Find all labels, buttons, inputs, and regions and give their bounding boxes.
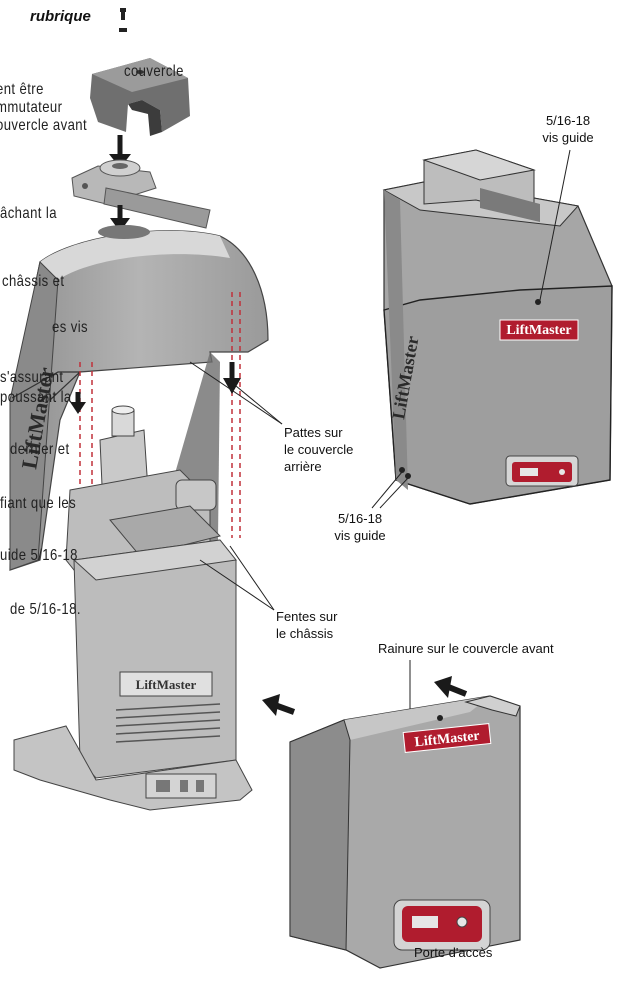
text-fragment-3: mmutateur (0, 99, 63, 116)
label-pattes: Pattes sur le couvercle arrière (284, 424, 353, 475)
arrow-left-1 (262, 694, 296, 716)
label-rainure: Rainure sur le couvercle avant (378, 641, 554, 656)
screw-icon (119, 8, 127, 32)
label-vis-guide-top-line1: 5/16-18 (545, 113, 591, 128)
label-fentes-line1: Fentes sur (276, 609, 338, 624)
arrow-left-2 (434, 676, 468, 698)
text-fragment-8: s'assurant (0, 369, 64, 386)
label-fentes: Fentes sur le châssis (276, 608, 337, 642)
front-brand-text: LiftMaster (414, 729, 481, 751)
label-porte: Porte d'accès (414, 945, 493, 960)
text-fragment-1: couvercle (124, 63, 184, 80)
arrow-down-4 (70, 392, 86, 414)
arrow-down-2 (110, 205, 130, 232)
text-fragment-2: ent être (0, 81, 44, 98)
text-fragment-10: dernier et (10, 441, 70, 458)
label-pattes-line1: Pattes sur (284, 425, 343, 440)
label-pattes-line2: le couvercle (284, 442, 354, 457)
text-fragment-4: ouvercle avant (0, 117, 88, 134)
label-vis-guide-bottom-line1: 5/16-18 (337, 511, 383, 526)
chassis-brand-text: LiftMaster (136, 677, 197, 692)
unit-brand-text: LiftMaster (506, 323, 571, 338)
label-fentes-line2: le châssis (276, 626, 334, 641)
text-fragment-7: es vis (52, 319, 89, 336)
text-fragment-11: fiant que les (0, 495, 77, 512)
text-fragment-5: âchant la (0, 205, 57, 222)
text-fragment-12: uide 5/16-18 (0, 547, 78, 564)
label-vis-guide-top-line2: vis guide (542, 130, 594, 145)
label-vis-guide-bottom: 5/16-18 vis guide (320, 510, 400, 544)
assembled-unit: LiftMaster LiftMaster (382, 149, 613, 505)
text-fragment-13: de 5/16-18. (10, 601, 81, 618)
label-vis-guide-bottom-line2: vis guide (334, 528, 386, 543)
top-cap (90, 58, 190, 136)
switch-bracket (71, 159, 211, 229)
arrow-down-3 (223, 362, 241, 394)
text-fragment-9: poussant la (0, 389, 72, 406)
chassis-motor: LiftMaster (13, 405, 253, 811)
text-fragment-6: châssis et (2, 273, 65, 290)
section-heading: rubrique (30, 8, 91, 25)
front-cover: LiftMaster (289, 695, 521, 969)
label-vis-guide-top: 5/16-18 vis guide (528, 112, 608, 146)
label-pattes-line3: arrière (284, 459, 322, 474)
